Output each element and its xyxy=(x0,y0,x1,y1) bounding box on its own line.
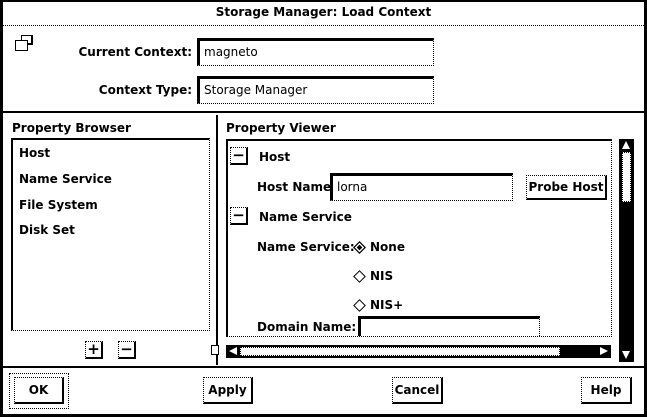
radio-nis-plus[interactable] xyxy=(353,299,366,312)
property-viewer-pane: − Host Host Name: lorna Probe Host − Nam… xyxy=(226,139,612,337)
ok-button[interactable]: OK xyxy=(14,377,64,404)
scroll-down-arrow-icon[interactable] xyxy=(622,351,630,359)
host-section-label: Host xyxy=(259,150,291,164)
name-service-label: Name Service: xyxy=(257,240,355,254)
list-item[interactable]: Name Service xyxy=(19,172,112,186)
property-browser-title: Property Browser xyxy=(12,121,131,135)
help-button[interactable]: Help xyxy=(581,377,632,404)
divider xyxy=(3,111,644,113)
sash-handle[interactable] xyxy=(211,345,219,355)
host-name-input[interactable]: lorna xyxy=(330,173,513,201)
horizontal-scroll-thumb[interactable] xyxy=(240,347,560,356)
scroll-up-arrow-icon[interactable] xyxy=(622,141,630,149)
remove-button[interactable]: − xyxy=(118,341,136,359)
name-service-section-label: Name Service xyxy=(259,210,352,224)
divider xyxy=(3,25,644,26)
domain-name-input[interactable] xyxy=(358,316,540,336)
domain-name-label: Domain Name: xyxy=(257,320,357,334)
add-button[interactable]: + xyxy=(85,341,103,359)
radio-nis[interactable] xyxy=(353,270,366,283)
collapse-host-button[interactable]: − xyxy=(230,147,248,165)
context-type-label: Context Type: xyxy=(98,83,192,97)
windows-icon xyxy=(15,35,35,53)
collapse-name-service-button[interactable]: − xyxy=(230,207,248,225)
radio-none-label[interactable]: None xyxy=(370,240,405,254)
apply-button[interactable]: Apply xyxy=(203,377,253,404)
host-name-label: Host Name: xyxy=(257,180,336,194)
radio-none[interactable] xyxy=(353,241,366,254)
list-item[interactable]: File System xyxy=(19,198,98,212)
cancel-button[interactable]: Cancel xyxy=(392,377,443,404)
probe-host-button[interactable]: Probe Host xyxy=(526,175,607,200)
current-context-label: Current Context: xyxy=(78,45,192,59)
radio-nis-label[interactable]: NIS xyxy=(370,269,394,283)
horizontal-scrollbar[interactable] xyxy=(226,345,611,358)
vertical-scroll-thumb[interactable] xyxy=(622,152,631,202)
context-type-input[interactable]: Storage Manager xyxy=(197,76,434,104)
property-browser-list[interactable]: Host Name Service File System Disk Set xyxy=(11,138,210,331)
property-viewer-title: Property Viewer xyxy=(226,121,336,135)
radio-nis-plus-label[interactable]: NIS+ xyxy=(370,298,404,312)
divider xyxy=(3,366,644,368)
default-button-ring xyxy=(9,373,69,409)
window-title: Storage Manager: Load Context xyxy=(215,5,432,19)
list-item[interactable]: Disk Set xyxy=(19,223,75,237)
current-context-input[interactable]: magneto xyxy=(197,38,434,66)
scroll-right-arrow-icon[interactable] xyxy=(600,347,608,355)
list-item[interactable]: Host xyxy=(19,146,51,160)
scroll-left-arrow-icon[interactable] xyxy=(229,347,237,355)
pane-divider xyxy=(216,115,218,365)
vertical-scrollbar[interactable] xyxy=(619,139,634,362)
